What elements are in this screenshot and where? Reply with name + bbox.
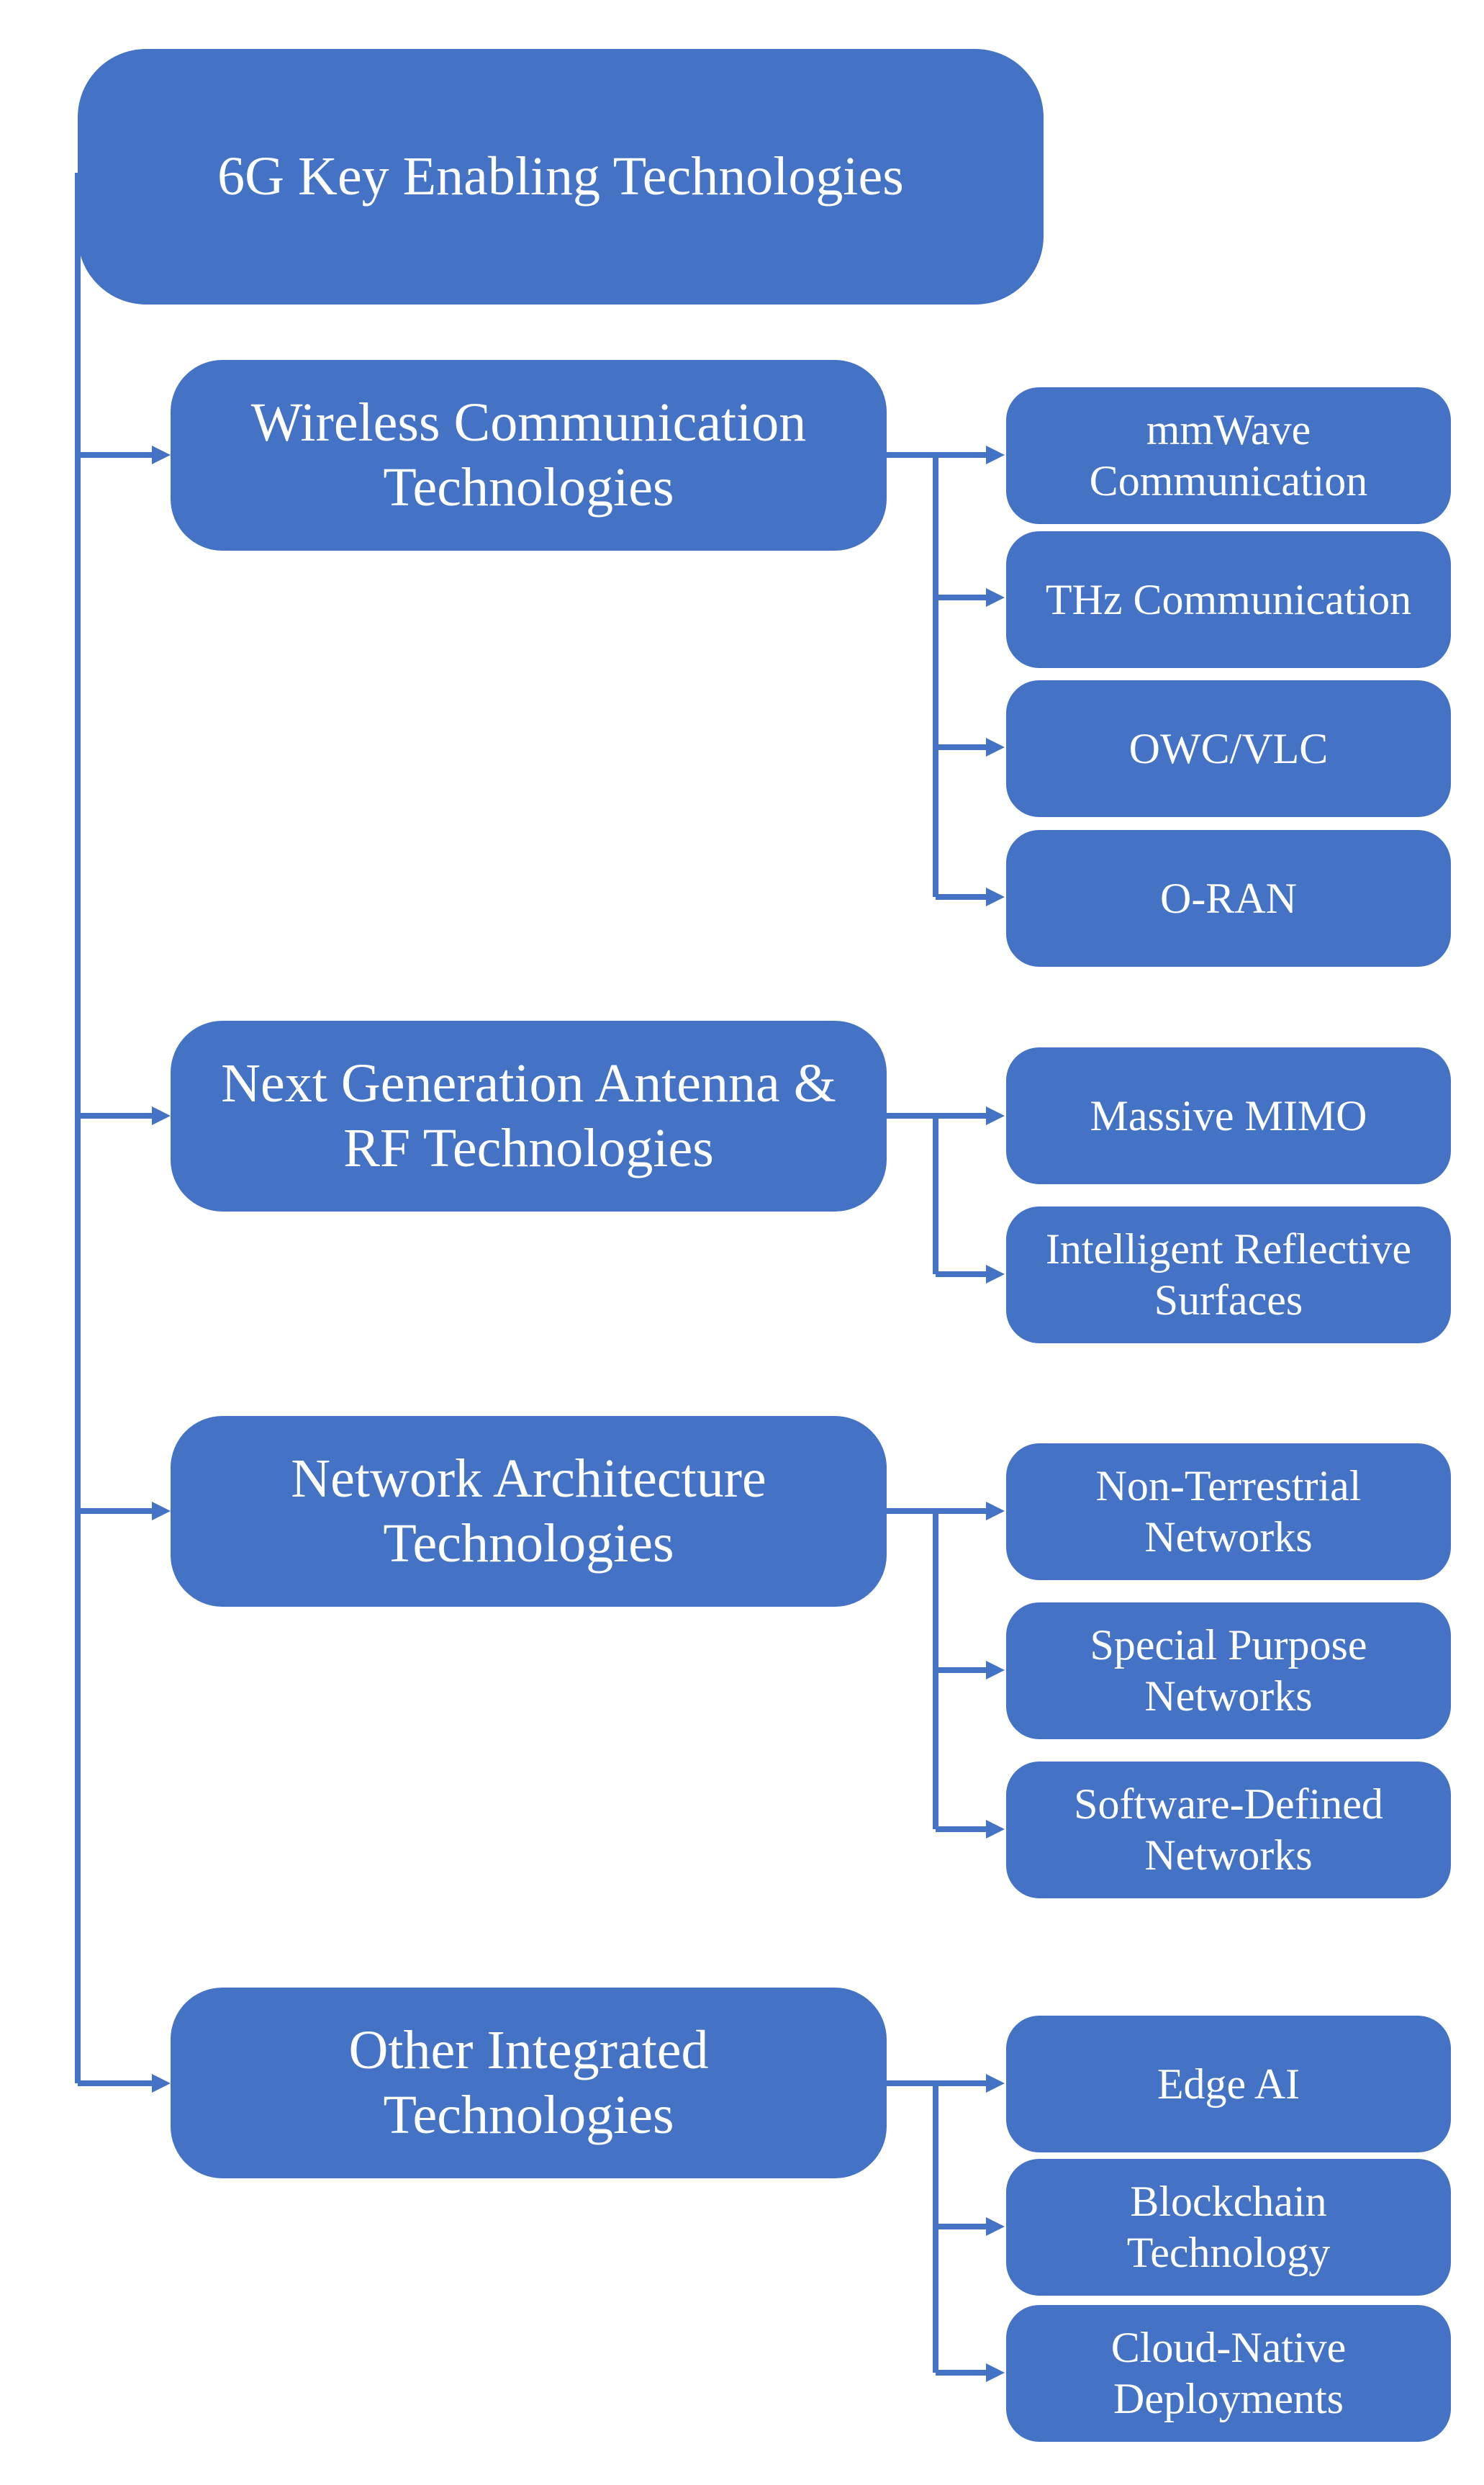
arrow-head	[152, 1106, 171, 1125]
leaf-label: Cloud-Native Deployments	[1110, 2324, 1347, 2422]
leaf-label: Special Purpose Networks	[1090, 1621, 1367, 1720]
leaf-edge-ai: Edge AI	[1006, 2016, 1451, 2152]
arrow-head	[986, 1661, 1005, 1679]
arrow-head	[986, 1502, 1005, 1520]
leaf-special-purpose-networks: Special Purpose Networks	[1006, 1602, 1451, 1739]
leaf-label: Software-Defined Networks	[1074, 1780, 1383, 1879]
category-label: Network Architecture Technologies	[291, 1448, 766, 1574]
category-label: Wireless Communication Technologies	[250, 392, 807, 518]
arrow-head	[986, 2074, 1005, 2093]
leaf-label: Blockchain Technology	[1126, 2178, 1331, 2276]
leaf-label: THz Communication	[1045, 575, 1412, 623]
leaf-mmwave-communication: mmWave Communication	[1006, 387, 1451, 524]
arrow-head	[986, 2217, 1005, 2236]
arrow-head	[986, 2363, 1005, 2382]
arrow-head	[152, 1502, 171, 1520]
arrow-head	[986, 738, 1005, 757]
arrow-head	[152, 2074, 171, 2093]
leaf-intelligent-reflective-surfaces: Intelligent Reflective Surfaces	[1006, 1207, 1451, 1343]
leaf-label: Intelligent Reflective Surfaces	[1045, 1225, 1412, 1324]
arrow-head	[986, 1820, 1005, 1839]
category-other-integrated: Other Integrated Technologies	[171, 1988, 887, 2178]
arrow-head	[986, 446, 1005, 464]
leaf-label: OWC/VLC	[1128, 724, 1329, 772]
arrow-head	[986, 1265, 1005, 1284]
leaf-massive-mimo: Massive MIMO	[1006, 1047, 1451, 1184]
leaf-cloud-native-deployments: Cloud-Native Deployments	[1006, 2305, 1451, 2442]
root-node: 6G Key Enabling Technologies	[78, 49, 1044, 305]
leaf-label: Edge AI	[1157, 2060, 1300, 2108]
leaf-blockchain-technology: Blockchain Technology	[1006, 2159, 1451, 2296]
leaf-owc-vlc: OWC/VLC	[1006, 680, 1451, 817]
leaf-label: mmWave Communication	[1089, 406, 1368, 505]
leaf-thz-communication: THz Communication	[1006, 531, 1451, 668]
category-wireless-communication: Wireless Communication Technologies	[171, 360, 887, 551]
arrow-head	[152, 446, 171, 464]
category-label: Other Integrated Technologies	[348, 2019, 709, 2145]
arrow-head	[986, 1106, 1005, 1125]
leaf-software-defined-networks: Software-Defined Networks	[1006, 1762, 1451, 1898]
root-node-label: 6G Key Enabling Technologies	[217, 145, 904, 207]
leaf-label: Non-Terrestrial Networks	[1095, 1462, 1362, 1561]
category-network-architecture: Network Architecture Technologies	[171, 1416, 887, 1607]
leaf-label: O-RAN	[1160, 874, 1297, 922]
leaf-label: Massive MIMO	[1090, 1091, 1367, 1140]
leaf-o-ran: O-RAN	[1006, 830, 1451, 967]
category-label: Next Generation Antenna & RF Technologie…	[221, 1052, 836, 1178]
category-antenna-rf: Next Generation Antenna & RF Technologie…	[171, 1021, 887, 1212]
arrow-head	[986, 588, 1005, 607]
arrow-head	[986, 888, 1005, 906]
leaf-non-terrestrial-networks: Non-Terrestrial Networks	[1006, 1443, 1451, 1580]
